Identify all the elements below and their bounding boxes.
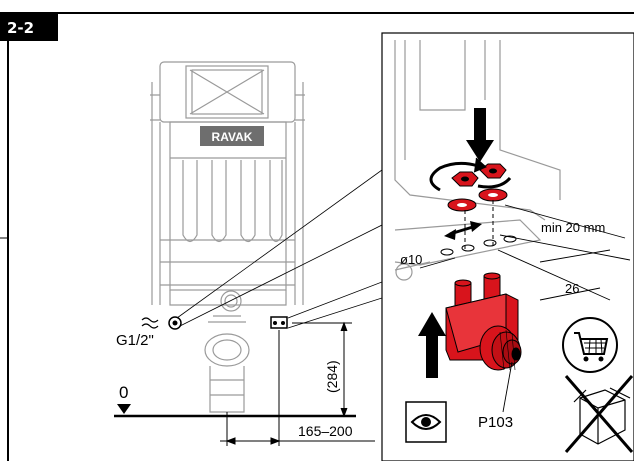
zoom-callout-lines [176,169,383,329]
washer-left [447,198,477,212]
eye-icon [405,401,447,443]
ravak-logo: RAVAK [200,126,264,146]
logo-text: RAVAK [212,130,253,144]
fitting-p103 [445,272,522,371]
up-arrow-icon [418,312,446,378]
distance-label: 26 [565,281,579,296]
water-connection-right [270,316,288,329]
part-number-label: P103 [478,414,513,431]
step-badge: 2-2 [0,13,58,41]
page-frame [0,12,634,461]
min-gap-label: min 20 mm [541,220,605,235]
detail-dimensions [419,204,631,301]
floor-level: 0 [114,383,356,418]
step-label: 2-2 [7,19,34,37]
thread-size-label: G1/2" [116,332,154,349]
rotate-arrow-icon [429,157,512,192]
diameter-label: ø10 [400,252,422,267]
toilet-frame [150,61,305,413]
washer-right [478,188,508,202]
part-leader-line [502,361,513,413]
shopping-cart-icon [562,317,618,373]
down-arrow-icon [466,108,494,162]
alignment-guides [464,200,494,252]
height-value-label: (284) [324,360,340,393]
nut-right [479,163,507,179]
range-label: 165–200 [298,423,353,439]
nut-left [451,171,479,187]
horizontal-dimension [220,330,375,446]
crossed-box-icon [564,375,634,453]
zero-level-label: 0 [119,383,128,402]
adjust-arrow-icon [444,221,482,240]
height-dimension [292,321,352,418]
mount-holes [440,235,517,256]
water-connection-left [141,316,182,330]
